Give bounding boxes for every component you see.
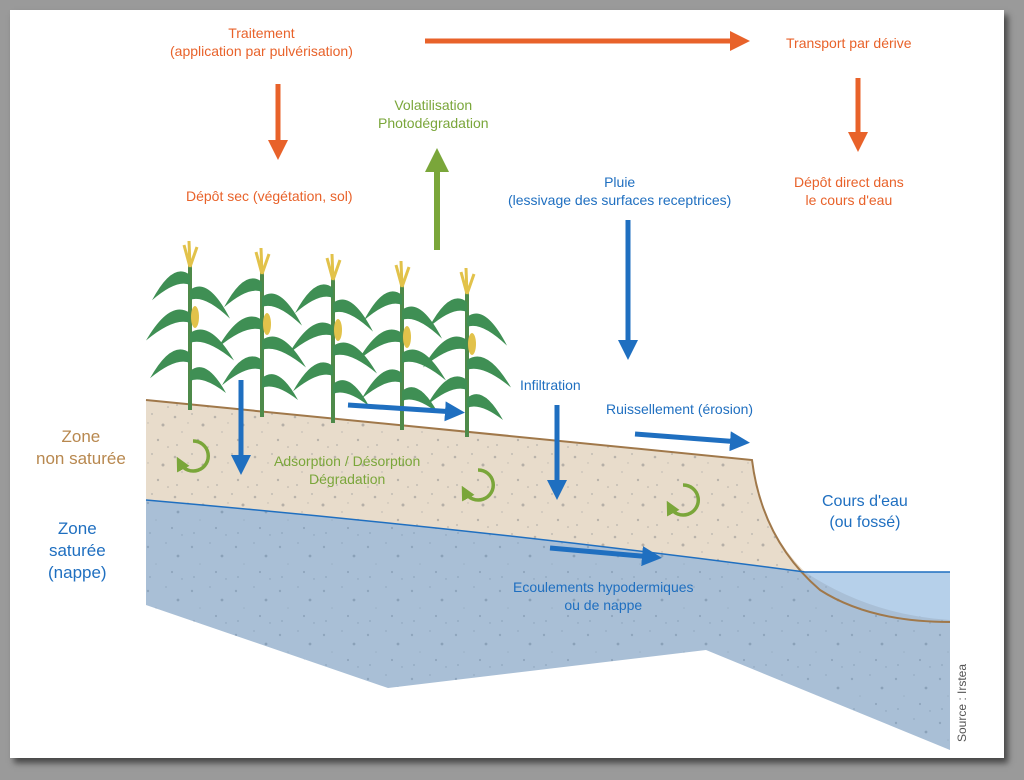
- label-ecoulements: Ecoulements hypodermiques ou de nappe: [513, 578, 694, 614]
- label-depot-sec: Dépôt sec (végétation, sol): [186, 187, 353, 205]
- label-infiltration-text: Infiltration: [520, 377, 581, 393]
- arrow-ecoulements: [549, 545, 662, 567]
- label-cours-eau: Cours d'eau (ou fossé): [822, 492, 908, 534]
- label-transport: Transport par dérive: [786, 34, 912, 52]
- label-ruissellement-text: Ruissellement (érosion): [606, 401, 754, 417]
- label-ecoulements-line1: Ecoulements hypodermiques: [513, 579, 694, 595]
- source-credit: Source : Irstea: [955, 663, 969, 742]
- label-traitement-line2: (application par pulvérisation): [170, 43, 353, 60]
- label-cours-eau-line1: Cours d'eau: [822, 493, 908, 510]
- label-zone-non-saturee-line2: non saturée: [36, 449, 126, 469]
- cycle-icon: [176, 439, 210, 473]
- corn-plant-icon: [146, 240, 234, 410]
- label-depot-direct-line1: Dépôt direct dans: [794, 174, 904, 190]
- label-pluie-line2: (lessivage des surfaces receptrices): [508, 192, 732, 209]
- label-zone-non-saturee-line1: Zone: [61, 427, 101, 446]
- unsaturated-zone-texture: [146, 400, 805, 572]
- cycle-icon: [666, 483, 700, 517]
- label-zone-saturee-line2: saturée: [48, 541, 106, 561]
- label-cours-eau-line2: (ou fossé): [829, 513, 901, 531]
- label-transport-text: Transport par dérive: [786, 35, 912, 51]
- corn-plant-icon: [358, 260, 446, 430]
- label-infiltration: Infiltration: [520, 376, 581, 394]
- label-volatilisation-line1: Volatilisation: [394, 97, 473, 113]
- label-zone-non-saturee: Zone non saturée: [36, 426, 126, 470]
- label-zone-saturee: Zone saturée (nappe): [48, 518, 107, 584]
- label-depot-sec-text: Dépôt sec (végétation, sol): [186, 188, 353, 204]
- label-traitement-line1: Traitement: [228, 25, 295, 41]
- label-adsorption-line1: Adsorption / Désorption: [274, 453, 421, 469]
- label-adsorption-line2: Dégradation: [309, 471, 386, 488]
- cycle-icon: [461, 468, 495, 502]
- corn-field: [146, 240, 511, 437]
- label-adsorption: Adsorption / Désorption Dégradation: [274, 452, 420, 488]
- label-ruissellement: Ruissellement (érosion): [606, 400, 753, 418]
- water-table-line: [145, 499, 950, 573]
- label-traitement: Traitement (application par pulvérisatio…: [170, 24, 353, 60]
- label-volatilisation: Volatilisation Photodégradation: [378, 96, 489, 132]
- corn-plant-icon: [218, 247, 306, 417]
- arrow-ruissellement: [634, 431, 750, 452]
- label-pluie: Pluie (lessivage des surfaces receptrice…: [508, 173, 731, 209]
- corn-plant-icon: [289, 253, 377, 423]
- label-volatilisation-line2: Photodégradation: [378, 115, 489, 132]
- saturated-zone-texture: [146, 500, 950, 750]
- corn-plant-icon: [423, 267, 511, 437]
- label-ecoulements-line2: ou de nappe: [564, 597, 643, 614]
- label-pluie-line1: Pluie: [604, 174, 636, 190]
- label-depot-direct: Dépôt direct dans le cours d'eau: [794, 173, 904, 209]
- diagram-canvas: [145, 31, 951, 750]
- arrow-surface-flow: [347, 401, 465, 422]
- diagram-frame: Traitement (application par pulvérisatio…: [10, 10, 1004, 758]
- label-zone-saturee-line1: Zone: [57, 519, 97, 538]
- label-zone-saturee-line3: (nappe): [48, 563, 107, 583]
- soil-surface-line: [145, 399, 951, 623]
- stream-water: [805, 572, 950, 620]
- label-depot-direct-line2: le cours d'eau: [805, 192, 893, 209]
